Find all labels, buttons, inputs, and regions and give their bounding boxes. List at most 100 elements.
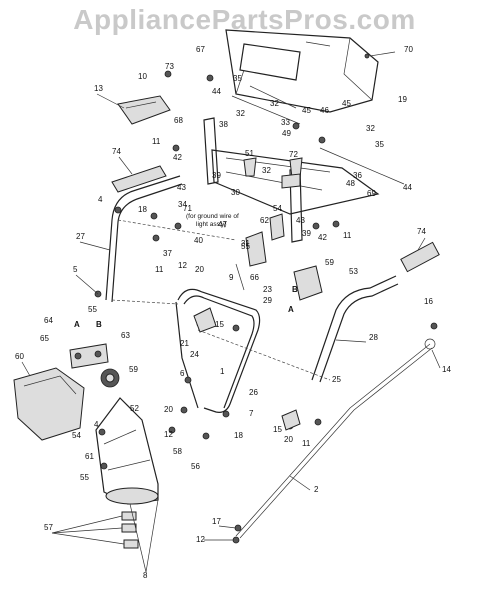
part-label-56: 5 bbox=[73, 265, 78, 274]
part-label-1: 70 bbox=[404, 45, 413, 54]
part-label-42: 42 bbox=[318, 233, 327, 242]
part-label-25: 36 bbox=[353, 171, 362, 180]
part-label-50: 12 bbox=[178, 261, 187, 270]
discharge-chute-58 bbox=[95, 368, 159, 505]
part-label-11: 46 bbox=[320, 106, 329, 115]
part-label-66: 15 bbox=[215, 320, 224, 329]
part-label-51: 20 bbox=[195, 265, 204, 274]
ground-wire-note-line2: light ass'y) bbox=[196, 221, 227, 228]
dashboard-panel-30 bbox=[203, 117, 380, 243]
part-label-47: 40 bbox=[194, 236, 203, 245]
part-label-80: 20 bbox=[164, 405, 173, 414]
part-label-49: 11 bbox=[155, 265, 164, 274]
part-label-89: 61 bbox=[85, 452, 94, 461]
part-label-57: 23 bbox=[263, 285, 272, 294]
part-label-31: 69 bbox=[367, 189, 376, 198]
part-label-8: 45 bbox=[342, 99, 351, 108]
part-label-4: 35 bbox=[233, 74, 242, 83]
part-label-18: 11 bbox=[152, 137, 161, 146]
part-label-39: 47 bbox=[218, 220, 227, 229]
part-label-40: 43 bbox=[296, 216, 305, 225]
part-label-92: 55 bbox=[80, 473, 89, 482]
part-label-78: 26 bbox=[249, 388, 258, 397]
part-label-6: 44 bbox=[212, 87, 221, 96]
part-label-24: 32 bbox=[262, 166, 271, 175]
part-label-61: A bbox=[288, 305, 294, 314]
part-label-91: 56 bbox=[191, 462, 200, 471]
part-label-95: 17 bbox=[212, 517, 221, 526]
part-label-55: 53 bbox=[349, 267, 358, 276]
part-label-38: 62 bbox=[260, 216, 269, 225]
part-label-60: 16 bbox=[424, 297, 433, 306]
part-label-30: 30 bbox=[231, 188, 240, 197]
grip-74-right bbox=[400, 241, 440, 273]
part-label-88: 11 bbox=[302, 439, 311, 448]
part-label-22: 72 bbox=[289, 150, 298, 159]
part-label-54: 59 bbox=[325, 258, 334, 267]
part-label-23: 35 bbox=[375, 140, 384, 149]
part-label-83: 54 bbox=[72, 431, 81, 440]
part-label-58: B bbox=[292, 285, 298, 294]
part-label-97: 8 bbox=[143, 571, 148, 580]
part-label-53: 66 bbox=[250, 273, 259, 282]
part-label-35: 71 bbox=[183, 204, 192, 213]
part-label-77: 25 bbox=[332, 375, 341, 384]
brackets-59-15 bbox=[193, 265, 323, 431]
part-label-9: 19 bbox=[398, 95, 407, 104]
part-label-14: 32 bbox=[236, 109, 245, 118]
part-label-96: 12 bbox=[196, 535, 205, 544]
knobs-51-72 bbox=[243, 157, 303, 189]
part-label-71: 60 bbox=[15, 352, 24, 361]
part-label-19: 74 bbox=[112, 147, 121, 156]
part-label-17: 49 bbox=[282, 129, 291, 138]
levers-54-62 bbox=[235, 213, 285, 291]
part-label-3: 10 bbox=[138, 72, 147, 81]
part-label-64: A bbox=[74, 320, 80, 329]
control-rods bbox=[231, 85, 405, 185]
part-label-79: 52 bbox=[130, 404, 139, 413]
part-label-68: 65 bbox=[40, 334, 49, 343]
part-label-43: 11 bbox=[343, 231, 352, 240]
part-label-7: 32 bbox=[270, 99, 279, 108]
part-label-33: 18 bbox=[138, 205, 147, 214]
handle-28 bbox=[311, 275, 399, 383]
part-label-10: 45 bbox=[302, 106, 311, 115]
part-label-90: 58 bbox=[173, 447, 182, 456]
part-label-46: 55 bbox=[241, 242, 250, 251]
part-label-21: 51 bbox=[245, 149, 254, 158]
part-label-81: 7 bbox=[249, 409, 254, 418]
part-label-67: 63 bbox=[121, 331, 130, 340]
part-label-32: 4 bbox=[98, 195, 103, 204]
part-label-5: 13 bbox=[94, 84, 103, 93]
chute-bracket bbox=[69, 343, 109, 369]
part-label-63: 64 bbox=[44, 316, 53, 325]
part-label-86: 15 bbox=[273, 425, 282, 434]
part-label-0: 67 bbox=[196, 45, 205, 54]
part-label-73: 14 bbox=[442, 365, 451, 374]
lower-handle-29 bbox=[111, 288, 331, 413]
watermark-banner: AppliancePartsPros.com bbox=[73, 4, 416, 35]
ground-wire-note-line1: (for ground wire of bbox=[186, 213, 239, 220]
part-label-12: 68 bbox=[174, 116, 183, 125]
deflector-60 bbox=[13, 367, 85, 441]
part-label-44: 27 bbox=[76, 232, 85, 241]
part-label-75: 1 bbox=[220, 367, 225, 376]
part-label-59: 29 bbox=[263, 296, 272, 305]
part-label-94: 57 bbox=[44, 523, 53, 532]
part-label-76: 6 bbox=[180, 369, 185, 378]
part-label-29: 43 bbox=[177, 183, 186, 192]
part-label-62: 55 bbox=[88, 305, 97, 314]
part-label-28: 44 bbox=[403, 183, 412, 192]
part-label-69: 21 bbox=[180, 339, 189, 348]
part-label-93: 2 bbox=[314, 485, 319, 494]
part-label-37: 74 bbox=[417, 227, 426, 236]
part-label-16: 32 bbox=[366, 124, 375, 133]
leader-lines bbox=[21, 51, 441, 573]
part-label-52: 9 bbox=[229, 273, 234, 282]
part-label-74: 59 bbox=[129, 365, 138, 374]
lamp-housing-19 bbox=[225, 29, 379, 113]
chute-crank-rod-2 bbox=[235, 338, 436, 539]
clips-57 bbox=[121, 511, 139, 549]
